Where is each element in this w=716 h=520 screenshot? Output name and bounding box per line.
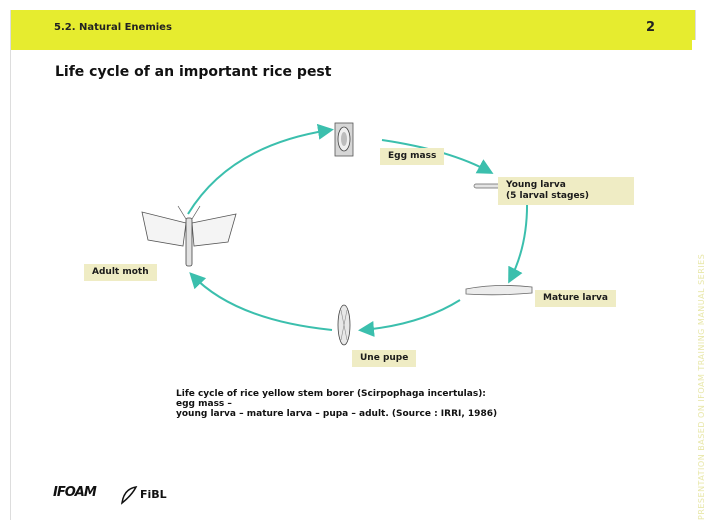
pupa-illustration: [337, 304, 351, 346]
arrow-adult-to-egg: [187, 123, 334, 215]
header-bar: 5.2. Natural Enemies 2: [11, 10, 695, 50]
sidebar: PRESENTATION BASED ON IFOAM TRAINING MAN…: [692, 40, 712, 520]
fibl-logo: FiBL: [140, 488, 167, 501]
slide-title: Life cycle of an important rice pest: [55, 64, 332, 80]
label-pupa: Une pupe: [352, 350, 417, 367]
label-young-larva: Young larva (5 larval stages): [498, 177, 634, 205]
label-young-larva-line1: Young larva: [506, 180, 566, 190]
arrow-pupa-to-adult: [189, 272, 333, 331]
section-title: 5.2. Natural Enemies: [54, 22, 172, 33]
arrow-mature-to-pupa: [358, 299, 461, 337]
caption-line1: Life cycle of rice yellow stem borer (Sc…: [176, 389, 486, 409]
figure-caption: Life cycle of rice yellow stem borer (Sc…: [176, 389, 506, 419]
egg-mass-illustration: [334, 122, 354, 157]
label-mature-larva: Mature larva: [535, 290, 616, 307]
mature-larva-illustration: [465, 285, 533, 296]
ifoam-logo: IFOAM: [53, 485, 97, 500]
label-young-larva-line2: (5 larval stages): [506, 191, 590, 201]
label-adult-moth: Adult moth: [84, 264, 157, 281]
adult-moth-illustration: [141, 205, 237, 267]
label-egg-mass: Egg mass: [380, 148, 445, 165]
fibl-leaf-icon: [120, 486, 138, 505]
caption-line2: young larva – mature larva – pupa – adul…: [176, 409, 498, 419]
sidebar-text: PRESENTATION BASED ON IFOAM TRAINING MAN…: [697, 253, 706, 520]
page-number: 2: [645, 20, 655, 35]
arrow-young-to-mature: [508, 199, 529, 284]
